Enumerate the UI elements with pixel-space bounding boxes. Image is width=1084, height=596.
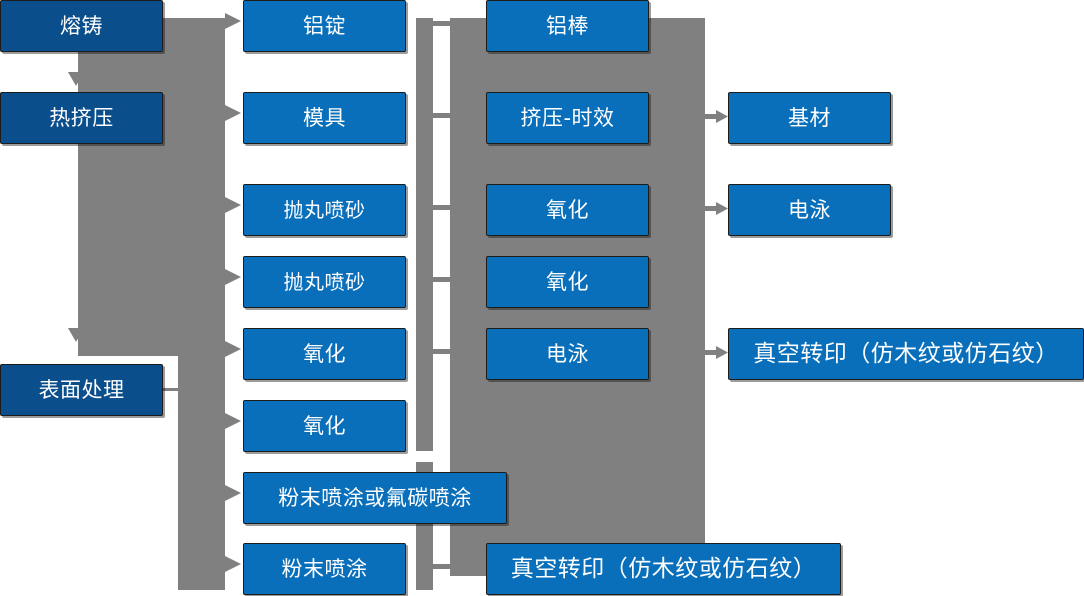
process-box-shot-blasting-1[interactable]: 抛丸喷砂 (243, 180, 408, 236)
left-trunk-arrowheads (225, 13, 241, 572)
process-label-powder-coating: 粉末喷涂 (281, 556, 368, 581)
process-label-extrusion-aging: 挤压-时效 (520, 105, 615, 130)
process-label-aluminum-bar: 铝棒 (546, 13, 589, 38)
process-label-aluminum-ingot: 铝锭 (303, 13, 346, 38)
process-box-oxidation-col3-1[interactable]: 氧化 (486, 180, 651, 236)
process-box-electrophoresis-col4[interactable]: 电泳 (728, 180, 893, 236)
process-label-shot-blasting-2: 抛丸喷砂 (283, 270, 366, 294)
process-box-aluminum-ingot[interactable]: 铝锭 (243, 0, 408, 52)
stage-label-hot-extrusion: 热挤压 (49, 105, 114, 130)
process-box-vacuum-transfer-col3[interactable]: 真空转印（仿木纹或仿石纹） (486, 539, 843, 595)
process-label-oxidation-col3-2: 氧化 (546, 269, 589, 294)
process-box-aluminum-bar[interactable]: 铝棒 (486, 0, 651, 52)
process-label-shot-blasting-1: 抛丸喷砂 (283, 198, 366, 222)
process-label-oxidation-col2-2: 氧化 (303, 413, 346, 438)
process-label-electrophoresis-col3: 电泳 (546, 341, 589, 366)
stage-label-casting: 熔铸 (60, 13, 103, 38)
process-box-oxidation-col3-2[interactable]: 氧化 (486, 252, 651, 308)
stage-box-surface-treatment[interactable]: 表面处理 (0, 360, 165, 416)
process-box-base-material[interactable]: 基材 (728, 88, 893, 144)
process-label-electrophoresis-col4: 电泳 (788, 197, 831, 222)
stage-box-hot-extrusion[interactable]: 热挤压 (0, 88, 165, 144)
process-box-vacuum-transfer-col4[interactable]: 真空转印（仿木纹或仿石纹） (728, 324, 1084, 380)
process-label-oxidation-col2-1: 氧化 (303, 341, 346, 366)
process-box-powder-or-pvdf[interactable]: 粉末喷涂或氟碳喷涂 (243, 468, 509, 524)
process-box-oxidation-col2-1[interactable]: 氧化 (243, 324, 408, 380)
process-box-die[interactable]: 模具 (243, 88, 408, 144)
process-label-vacuum-transfer-col3: 真空转印（仿木纹或仿石纹） (510, 555, 817, 582)
process-label-oxidation-col3-1: 氧化 (546, 197, 589, 222)
process-label-base-material: 基材 (788, 105, 831, 130)
middle-spine-shape (416, 18, 433, 451)
process-box-shot-blasting-2[interactable]: 抛丸喷砂 (243, 252, 408, 308)
surface-treatment-link (163, 388, 181, 391)
process-box-extrusion-aging[interactable]: 挤压-时效 (486, 88, 651, 144)
stage-box-casting[interactable]: 熔铸 (0, 0, 165, 52)
stage-label-surface-treatment: 表面处理 (38, 377, 125, 402)
process-label-vacuum-transfer-col4: 真空转印（仿木纹或仿石纹） (753, 340, 1059, 367)
process-box-powder-coating[interactable]: 粉末喷涂 (243, 539, 408, 595)
process-box-electrophoresis-col3[interactable]: 电泳 (486, 324, 651, 380)
process-label-die: 模具 (303, 105, 346, 130)
process-box-oxidation-col2-2[interactable]: 氧化 (243, 396, 408, 452)
right-band-arrows (705, 110, 728, 359)
process-label-powder-or-pvdf: 粉末喷涂或氟碳喷涂 (278, 485, 472, 510)
